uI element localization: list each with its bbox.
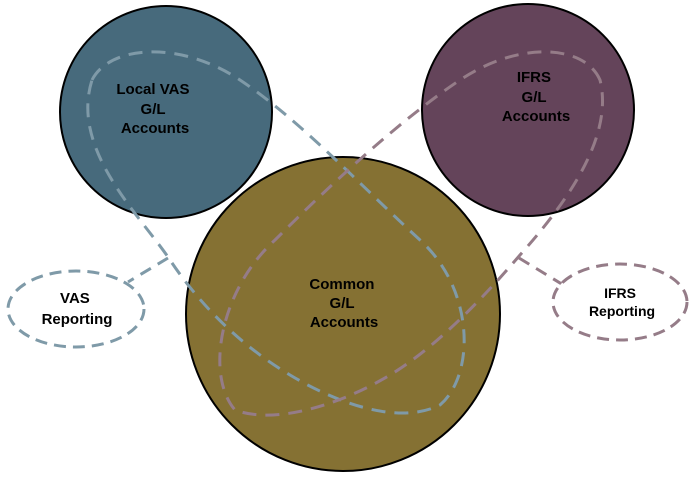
ifrs-reporting-path (218, 50, 604, 417)
ifrs-circle (421, 3, 635, 217)
common-circle (185, 156, 501, 472)
vas-reporting-ellipse (6, 269, 146, 349)
vas-connector (127, 256, 169, 284)
vas-reporting-path (86, 50, 466, 415)
vas-reporting-label: VAS Reporting (42, 290, 113, 328)
ifrs-label: IFRS G/L Accounts (502, 69, 570, 125)
ifrs-reporting-label: IFRS Reporting (589, 285, 655, 319)
ifrs-reporting-ellipse (551, 262, 689, 342)
local-vas-label: Local VAS G/L Accounts (116, 81, 193, 137)
ifrs-connector (518, 256, 566, 288)
common-label: Common G/L Accounts (309, 276, 378, 331)
